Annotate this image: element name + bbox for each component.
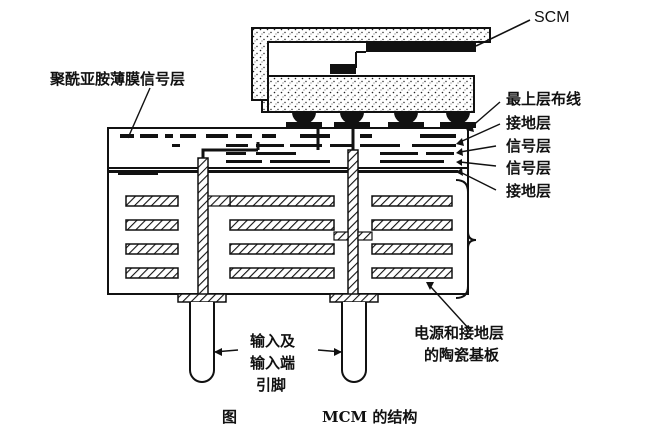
ceramic-layers xyxy=(125,195,453,279)
label-ground-layer-1: 接地层 xyxy=(506,114,551,132)
bottom-pads xyxy=(177,293,379,303)
ceramic-brace xyxy=(455,179,477,299)
label-top-wiring: 最上层布线 xyxy=(506,90,581,108)
label-ground-layer-2: 接地层 xyxy=(506,182,551,200)
label-pins-line-3: 引脚 xyxy=(256,376,286,394)
scm-package xyxy=(251,19,531,113)
signal-layer-1 xyxy=(226,152,454,155)
scm-substrate xyxy=(267,75,475,113)
caption-title: MCM 的结构 xyxy=(322,408,417,426)
signal-layer-2 xyxy=(118,160,444,175)
scm-die xyxy=(330,64,356,74)
label-ceramic-line-1: 电源和接地层 xyxy=(414,324,504,342)
scm-chip-bar xyxy=(366,42,476,52)
scm-leader xyxy=(475,19,531,47)
label-signal-layer-2: 信号层 xyxy=(506,159,551,177)
label-pins-line-1: 输入及 xyxy=(250,332,296,350)
label-ceramic-line-2: 的陶瓷基板 xyxy=(424,346,500,364)
top-wiring-layer xyxy=(120,134,456,138)
caption-prefix: 图 xyxy=(222,408,237,426)
mcm-body xyxy=(107,127,477,299)
scm-lid xyxy=(251,27,491,101)
label-polyimide-signal-layer: 聚酰亚胺薄膜信号层 xyxy=(49,70,185,88)
leader-lines xyxy=(127,87,501,353)
leader-arrowheads xyxy=(214,124,474,356)
label-pins-line-2: 输入端 xyxy=(250,354,295,372)
label-scm: SCM xyxy=(534,9,570,26)
label-signal-layer-1: 信号层 xyxy=(506,137,551,155)
solder-bumps xyxy=(286,112,476,128)
ground-layer-thin xyxy=(172,144,456,147)
ground-layer-2 xyxy=(108,170,458,173)
io-pins xyxy=(189,302,367,383)
